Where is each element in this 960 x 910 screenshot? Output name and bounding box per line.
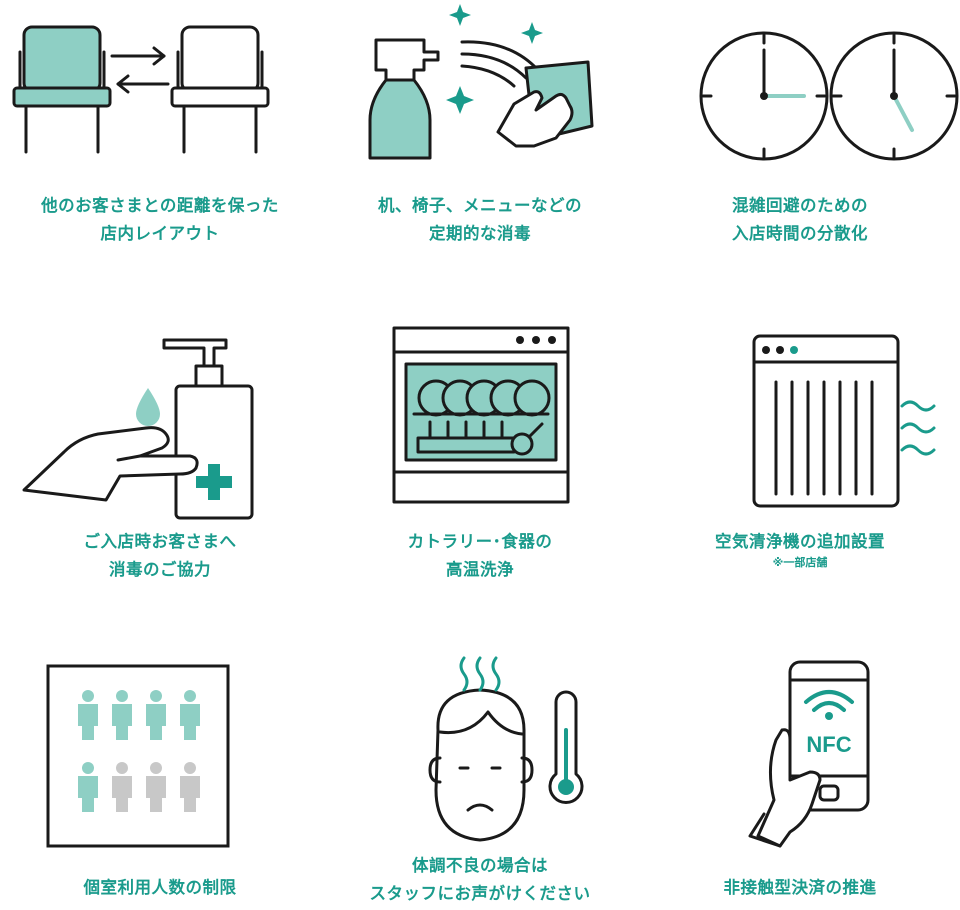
caption-feeling-unwell: 体調不良の場合は スタッフにお声がけください	[369, 856, 591, 903]
item-contactless-payment: NFC 非接触型決済の推進	[640, 640, 960, 910]
two-clocks-icon	[699, 31, 959, 161]
item-air-purifier: 空気清浄機の追加設置 ※一部店舗	[640, 310, 960, 610]
caption-disinfection: 机、椅子、メニューなどの 定期的な消毒	[378, 196, 582, 243]
caption-hand-sanitizer: ご入店時お客さまへ 消毒のご協力	[83, 532, 237, 579]
spray-wipe-icon	[368, 4, 594, 160]
partial-stores-note: ※一部店舗	[772, 556, 828, 569]
chair-distance-icon	[12, 25, 270, 154]
nfc-phone-icon: NFC	[748, 660, 870, 848]
dishwasher-icon	[392, 326, 570, 504]
caption-air-purifier: 空気清浄機の追加設置 ※一部店舗	[640, 528, 960, 570]
item-hand-sanitizer: ご入店時お客さまへ 消毒のご協力	[0, 310, 320, 610]
sick-person-icon	[428, 656, 584, 842]
nfc-label: NFC	[806, 732, 851, 757]
room-capacity-icon	[46, 664, 230, 848]
caption-seat-distance: 他のお客さまとの距離を保った 店内レイアウト	[41, 196, 279, 243]
item-room-capacity: 個室利用人数の制限	[0, 640, 320, 910]
item-seat-distance: 他のお客さまとの距離を保った 店内レイアウト	[0, 0, 320, 300]
caption-room-capacity: 個室利用人数の制限	[83, 878, 237, 897]
item-disinfection: 机、椅子、メニューなどの 定期的な消毒	[320, 0, 640, 300]
item-time-staggering: 混雑回避のための 入店時間の分散化	[640, 0, 960, 300]
caption-time-staggering: 混雑回避のための 入店時間の分散化	[732, 196, 868, 243]
caption-dishwasher: カトラリー･食器の 高温洗浄	[407, 532, 553, 579]
item-dishwasher: カトラリー･食器の 高温洗浄	[320, 310, 640, 610]
caption-contactless-payment: 非接触型決済の推進	[723, 878, 877, 897]
air-purifier-icon	[752, 334, 936, 508]
hand-sanitizer-icon	[22, 338, 254, 520]
item-feeling-unwell: 体調不良の場合は スタッフにお声がけください	[320, 640, 640, 910]
